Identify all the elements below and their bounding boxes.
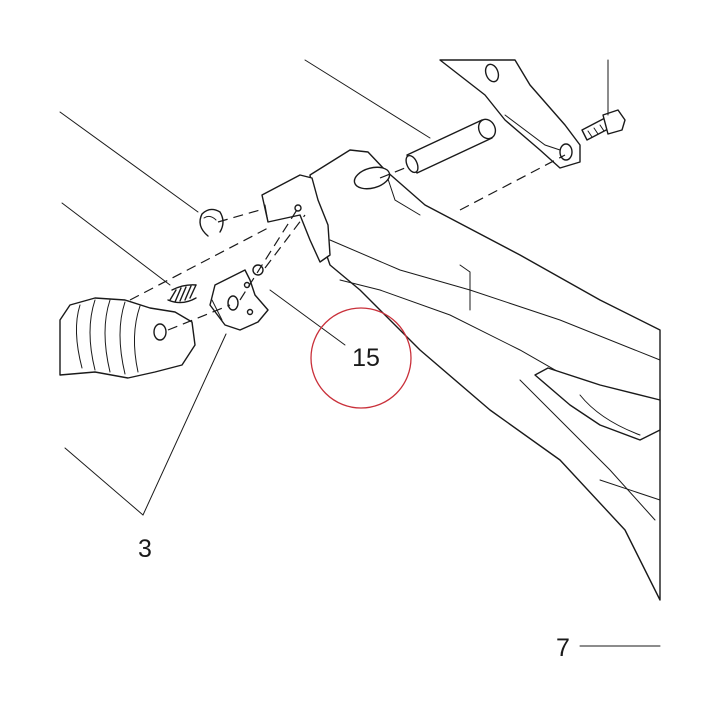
bolt — [581, 109, 626, 141]
leader-lines — [59, 59, 661, 647]
highlight-ring — [310, 307, 412, 409]
spring — [167, 284, 197, 304]
footrest-peg — [59, 297, 196, 379]
bearing-plate — [209, 264, 269, 331]
callout-part-7: 7 — [556, 634, 570, 662]
mount-plate — [261, 174, 331, 263]
callout-part-15: 15 — [352, 344, 380, 372]
assembly-axes — [129, 154, 566, 331]
callout-part-3: 3 — [138, 535, 152, 563]
swing-arm — [309, 149, 661, 601]
pivot-pin — [405, 118, 497, 174]
circlip — [199, 208, 224, 237]
